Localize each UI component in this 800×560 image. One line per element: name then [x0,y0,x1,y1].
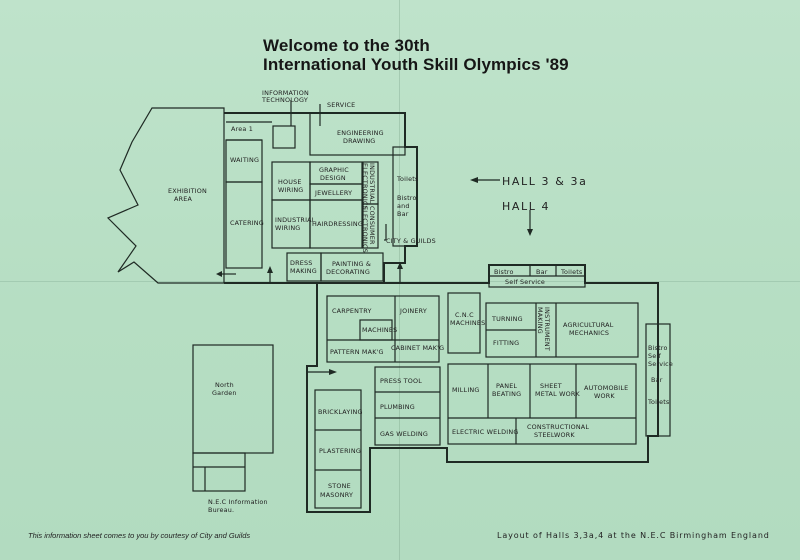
label-panel-beating-1: PANEL [496,382,517,390]
label-self-service: Self Service [505,278,545,286]
label-gas-welding: GAS WELDING [380,430,428,438]
label-house-wiring-1: HOUSE [278,178,302,186]
label-instrument-making-1: INSTRUMENT [543,307,551,351]
label-dress-making-1: DRESS [290,259,313,267]
label-bistro-bar-2: and [397,202,410,210]
label-pattern-making: PATTERN MAK'G [330,348,384,356]
label-agricultural-mechanics-1: AGRICULTURAL [563,321,614,329]
label-industrial-electronics-1: INDUSTRIAL [368,163,376,204]
label-bistro-right-1: Bistro [648,344,668,352]
label-carpentry: CARPENTRY [332,307,372,315]
middle-hall-wall [405,264,659,324]
label-machines: MACHINES [362,326,397,334]
label-bistro-right-2: Self [648,352,661,360]
label-hall-4: HALL 4 [502,200,550,213]
layout-caption: Layout of Halls 3,3a,4 at the N.E.C Birm… [497,531,770,540]
label-stone-masonry-1: STONE [328,482,351,490]
label-information-technology-1: INFORMATION [262,89,309,97]
label-agricultural-mechanics-2: MECHANICS [569,329,609,337]
label-toilets-right: Toilets [647,398,670,406]
label-painting-decorating-1: PAINTING & [332,260,371,268]
label-graphic-design-1: GRAPHIC [319,166,349,174]
label-city-guilds: CITY & GUILDS [386,237,436,245]
label-painting-decorating-2: DECORATING [326,268,370,276]
label-stone-masonry-2: MASONRY [320,491,353,499]
title-line-2: International Youth Skill Olympics '89 [263,55,569,74]
label-cabinet-making: CABINET MAK'G [391,344,444,352]
label-instrument-making-2: MAKING [536,307,544,334]
label-sheet-metal-1: SHEET [540,382,562,390]
label-milling: MILLING [452,386,480,394]
label-automobile-work-2: WORK [594,392,615,400]
courtesy-note: This information sheet comes to you by c… [28,531,251,540]
label-information-technology-2: TECHNOLOGY [261,96,308,104]
label-industrial-wiring-2: WIRING [275,224,300,232]
label-dress-making-2: MAKING [290,267,317,275]
label-press-tool: PRESS TOOL [380,377,422,385]
label-fitting: FITTING [493,339,519,347]
label-consumer-electronics-1: CONSUMER [368,206,376,245]
label-constructional-steelwork-2: STEELWORK [534,431,575,439]
label-bistro-bar-3: Bar [397,210,409,218]
label-hall-3-3a: HALL 3 & 3a [502,175,587,188]
label-cnc-machines-1: C.N.C [455,311,474,319]
label-bricklaying: BRICKLAYING [318,408,363,416]
map-title: Welcome to the 30th International Youth … [263,36,569,74]
label-bar-right: Bar [651,376,663,384]
label-plastering: PLASTERING [319,447,361,455]
label-industrial-electronics-2: ELECTRONICS [361,163,369,210]
label-panel-beating-2: BEATING [492,390,521,398]
label-toilets-mid: Toilets [560,268,583,276]
label-house-wiring-2: WIRING [278,186,303,194]
label-cnc-machines-2: MACHINES [450,319,485,327]
label-bistro-right-3: Service [648,360,673,368]
label-electric-welding: ELECTRIC WELDING [452,428,518,436]
label-graphic-design-2: DESIGN [320,174,346,182]
label-toilets-top: Toilets [396,175,419,183]
label-north-garden-2: Garden [212,389,237,397]
label-hairdressing: HAIRDRESSING [312,220,363,228]
exhibition-area-outline [106,107,225,284]
label-joinery: JOINERY [399,307,427,315]
label-bar-mid: Bar [536,268,548,276]
label-exhibition-area-2: AREA [174,195,192,203]
label-plumbing: PLUMBING [380,403,415,411]
label-north-garden-1: North [215,381,234,389]
label-jewellery: JEWELLERY [314,189,352,197]
label-sheet-metal-2: METAL WORK [535,390,581,398]
label-exhibition-area-1: EXHIBITION [168,187,207,195]
title-line-1: Welcome to the 30th [263,36,430,55]
label-engineering-drawing-2: DRAWING [343,137,375,145]
label-automobile-work-1: AUTOMOBILE [584,384,628,392]
label-bistro-bar-1: Bistro [397,194,417,202]
label-industrial-wiring-1: INDUSTRIAL [275,216,316,224]
label-engineering-drawing-1: ENGINEERING [337,129,384,137]
label-bistro-mid: Bistro [494,268,514,276]
label-area1: Area 1 [231,125,253,133]
label-constructional-steelwork-1: CONSTRUCTIONAL [527,423,589,431]
label-turning: TURNING [491,315,523,323]
label-waiting: WAITING [230,156,259,164]
label-nec-info-2: Bureau. [208,506,234,514]
label-consumer-electronics-2: ELECTRONICS [361,206,369,253]
label-catering: CATERING [230,219,264,227]
label-service: SERVICE [327,101,355,109]
label-nec-info-1: N.E.C Information [208,498,268,506]
